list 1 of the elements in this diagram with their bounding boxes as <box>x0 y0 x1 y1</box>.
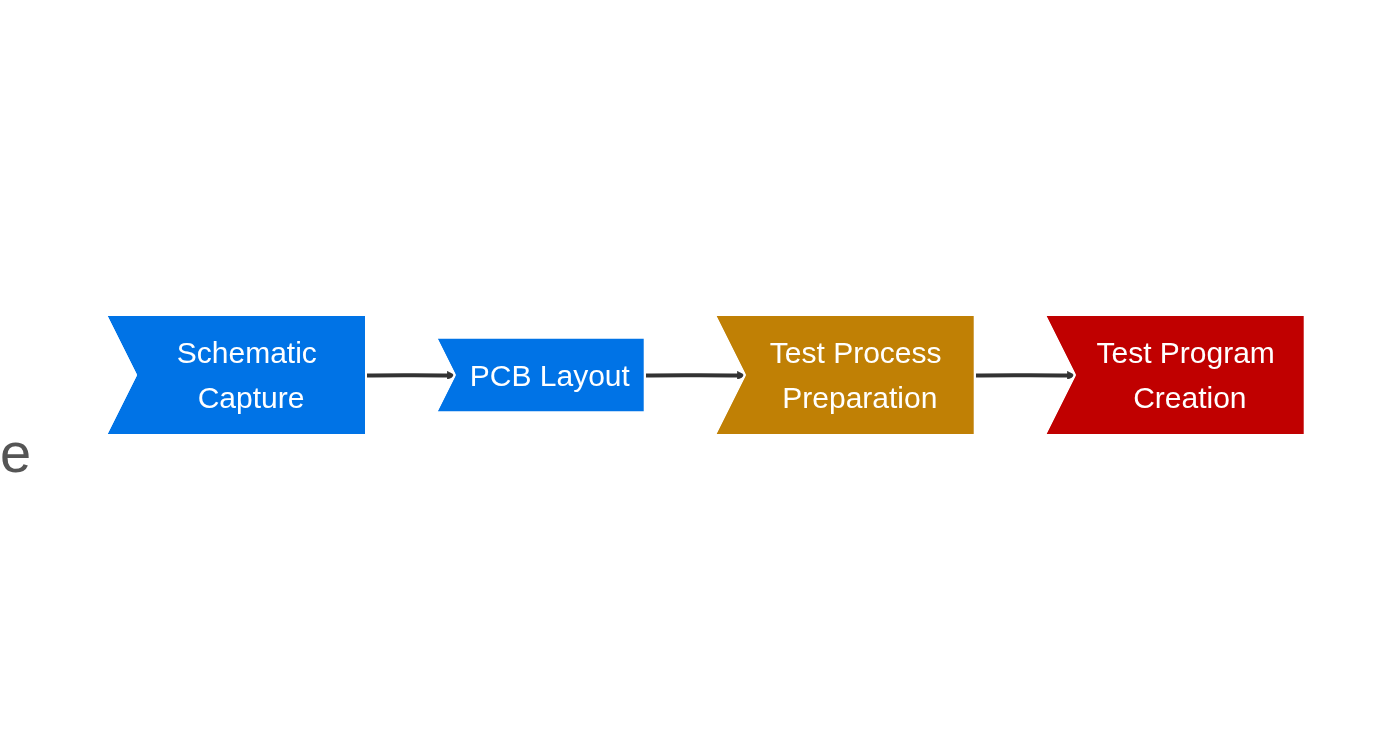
text-fragment: e <box>0 420 32 485</box>
